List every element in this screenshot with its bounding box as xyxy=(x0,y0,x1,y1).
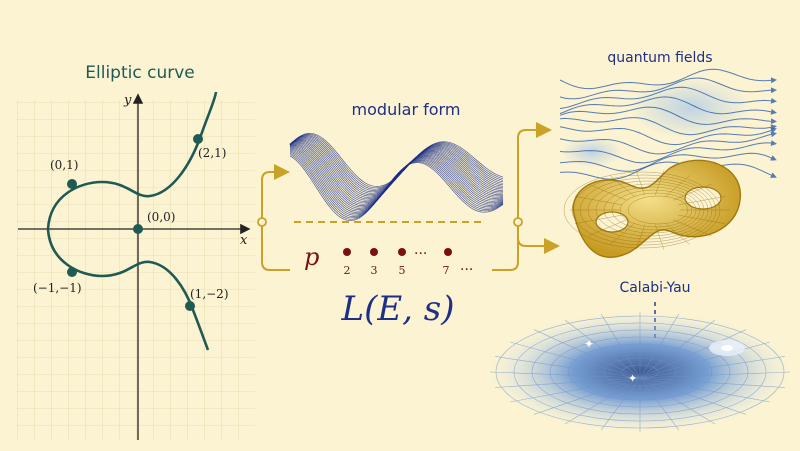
left-connector xyxy=(257,164,290,271)
point-label-neg1-neg1: (−1,−1) xyxy=(33,281,82,295)
elliptic-curve-upper xyxy=(46,91,218,230)
grid-background xyxy=(17,100,255,440)
field-glow xyxy=(630,78,750,138)
point-label-0-0: (0,0) xyxy=(147,210,175,224)
calabi-yau-panel: Calabi-Yau xyxy=(563,159,741,338)
quantum-fields-title: quantum fields xyxy=(607,50,712,66)
point-0-0 xyxy=(133,224,143,234)
field-lines xyxy=(559,68,777,180)
point-1-neg2 xyxy=(185,301,195,311)
calabi-yau-manifold xyxy=(563,159,741,258)
calabi-yau-title: Calabi-Yau xyxy=(619,280,690,296)
point-label-2-1: (2,1) xyxy=(198,146,226,160)
prime-label-3: 3 xyxy=(371,264,378,277)
prime-label-5: 5 xyxy=(399,264,406,277)
elliptic-curve-panel: Elliptic curve x y (0,1) (2,1) (0,0) (−1… xyxy=(17,63,255,440)
modular-form-panel: modular form xyxy=(289,100,504,223)
prime-dot-7 xyxy=(444,248,452,256)
l-function-label: L(E, s) xyxy=(341,289,455,329)
prime-label-2: 2 xyxy=(344,264,351,277)
prime-label-7: 7 xyxy=(443,264,450,277)
point-2-1 xyxy=(193,134,203,144)
point-label-1-neg2: (1,−2) xyxy=(190,287,229,301)
modular-form-title: modular form xyxy=(352,100,461,119)
x-axis-label: x xyxy=(240,233,248,248)
point-neg1-neg1 xyxy=(67,267,77,277)
prime-symbol: p xyxy=(304,243,319,271)
field-glow-small xyxy=(562,137,622,167)
quantum-fields-panel: quantum fields xyxy=(559,50,777,180)
point-0-1 xyxy=(67,179,77,189)
modular-form-wave xyxy=(289,132,504,222)
right-connector xyxy=(492,122,560,271)
elliptic-curve-title: Elliptic curve xyxy=(85,63,194,83)
y-axis-label: y xyxy=(123,93,132,108)
galaxy-core xyxy=(721,345,733,351)
primes-row: p 2 3 5 7 ··· ··· xyxy=(304,243,473,278)
connector-node-left xyxy=(257,217,267,227)
prime-ellipsis-end: ··· xyxy=(460,262,473,278)
prime-ellipsis-mid: ··· xyxy=(414,246,427,262)
point-label-0-1: (0,1) xyxy=(50,158,78,172)
prime-dot-2 xyxy=(343,248,351,256)
star-sparkle-2: ✦ xyxy=(628,372,637,385)
star-sparkle: ✦ xyxy=(584,337,594,351)
spacetime-well: ✦ ✦ xyxy=(489,312,791,432)
prime-dot-3 xyxy=(370,248,378,256)
connector-node-right xyxy=(513,217,523,227)
prime-dot-5 xyxy=(398,248,406,256)
